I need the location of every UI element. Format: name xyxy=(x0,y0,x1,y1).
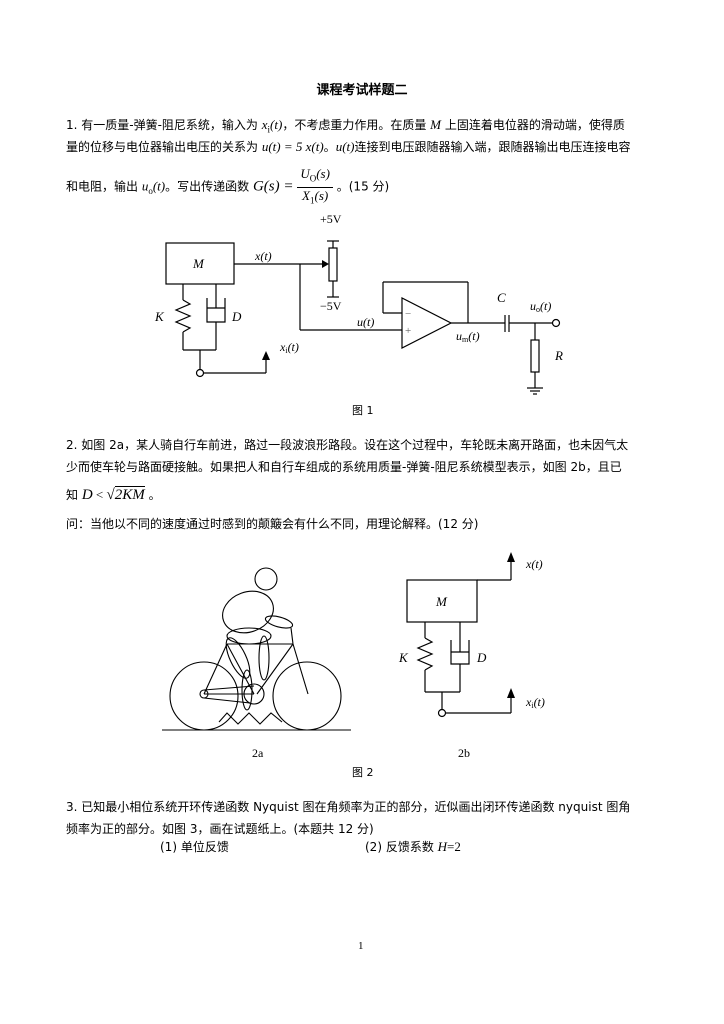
q1-fraction-denominator: X1(s) xyxy=(302,187,329,206)
figure-2-caption: 图 2 xyxy=(352,766,374,779)
q1-line-3: 和电阻，输出 uo(t)。写出传递函数 G(s) = UO(s) X1(s) 。… xyxy=(66,166,389,210)
opamp-minus: − xyxy=(405,308,411,320)
q1-points: 。(15 分) xyxy=(336,179,390,194)
q1-text: ，不考虑重力作用。在质量 xyxy=(282,118,431,132)
figure-1-caption: 图 1 xyxy=(352,404,374,417)
q3-H-value: =2 xyxy=(447,839,461,854)
label-x: x(t) xyxy=(254,249,272,263)
label-minus-5v: −5V xyxy=(320,299,342,313)
q1-xi-sub: i xyxy=(267,124,271,135)
q1-uo-arg: (t) xyxy=(152,178,166,194)
label-plus-5v: +5V xyxy=(320,212,342,226)
up-arrow-icon xyxy=(262,351,270,360)
q1-text: 。 xyxy=(323,140,336,154)
q1-uo-sub: o xyxy=(148,185,153,196)
label-xi-2b: xi(t) xyxy=(525,695,545,710)
up-arrow-icon xyxy=(507,552,515,562)
page-number: 1 xyxy=(358,940,364,952)
label-damper: D xyxy=(231,309,242,324)
label-u: u(t) xyxy=(357,315,374,329)
q1-transfer-function: G(s) = xyxy=(252,178,294,195)
label-spring: K xyxy=(154,309,165,324)
sqrt-icon: √ xyxy=(106,487,115,503)
q2-root-expr: 2KM xyxy=(114,486,145,503)
label-mass: M xyxy=(192,256,205,271)
q1-xi-var: x xyxy=(261,117,268,132)
q2-line-4: 问：当他以不同的速度通过时感到的颠簸会有什么不同，用理论解释。(12 分) xyxy=(66,517,479,531)
q2-text: 。 xyxy=(144,488,161,502)
label-mass-2b: M xyxy=(435,594,448,609)
label-uo: uo(t) xyxy=(530,299,551,314)
q1-text: 1. 有一质量-弹簧-阻尼系统，输入为 xyxy=(66,118,262,132)
q2-text: 知 xyxy=(66,488,82,502)
q1-text: 。写出传递函数 xyxy=(165,179,253,194)
q3-line-2: 频率为正的部分。如图 3，画在试题纸上。(本题共 12 分) xyxy=(66,822,374,836)
q1-line-1: 1. 有一质量-弹簧-阻尼系统，输入为 xi(t)，不考虑重力作用。在质量 M … xyxy=(66,114,625,140)
q1-text: 上固连着电位器的滑动端，使得质 xyxy=(441,118,625,132)
q3-option-2: (2) 反馈系数 H=2 xyxy=(365,836,461,858)
bicycle-drawing xyxy=(162,567,351,731)
label-damper-2b: D xyxy=(476,650,487,665)
q1-fraction: UO(s) X1(s) xyxy=(297,166,333,208)
label-resistor: R xyxy=(554,348,563,363)
q1-xi-arg: (t) xyxy=(270,117,283,132)
q1-equation: u(t) = 5 x(t) xyxy=(261,139,324,154)
q2-line-3: 知 D < √2KM 。 xyxy=(66,484,161,506)
q3-line-1: 3. 已知最小相位系统开环传递函数 Nyquist 图在角频率为正的部分，近似画… xyxy=(66,800,631,814)
figure-2a-label: 2a xyxy=(252,746,264,760)
q1-mass-var: M xyxy=(430,117,441,132)
wiper-arrow-icon xyxy=(322,260,329,268)
q2-lt: < xyxy=(92,487,107,502)
q1-text: 量的位移与电位器输出电压的关系为 xyxy=(66,140,262,154)
q2-D-var: D xyxy=(81,487,93,503)
figure-2b-label: 2b xyxy=(458,746,470,760)
label-um: um(t) xyxy=(456,329,480,344)
q3-option-2-text: (2) 反馈系数 xyxy=(365,840,438,854)
q1-text: 连接到电压跟随器输入端，跟随器输出电压连接电容 xyxy=(354,140,631,154)
q3-option-1: (1) 单位反馈 xyxy=(160,840,229,854)
q2-line-1: 2. 如图 2a，某人骑自行车前进，路过一段波浪形路段。设在这个过程中，车轮既未… xyxy=(66,438,629,452)
q1-line-2: 量的位移与电位器输出电压的关系为 u(t) = 5 x(t)。u(t)连接到电压… xyxy=(66,136,630,158)
figure-1-circuit: M K D x(t) xi(t) +5V −5V u(t) − + um(t) … xyxy=(154,212,563,395)
label-spring-2b: K xyxy=(398,650,409,665)
figure-2: M K D x(t) xi(t) xyxy=(162,552,545,731)
label-x-2b: x(t) xyxy=(525,557,543,571)
up-arrow-icon xyxy=(507,688,515,698)
mass-block-2b xyxy=(406,579,478,623)
q2-line-2: 少而使车轮与路面硬接触。如果把人和自行车组成的系统用质量-弹簧-阻尼系统模型表示… xyxy=(66,460,622,474)
q1-text: 和电阻，输出 xyxy=(66,179,142,194)
q3-H-var: H xyxy=(437,839,448,854)
q1-u-var: u(t) xyxy=(335,139,355,154)
q1-fraction-numerator: UO(s) xyxy=(297,166,333,188)
page-title: 课程考试样题二 xyxy=(316,83,408,98)
opamp-plus: + xyxy=(405,325,411,337)
label-xi: xi(t) xyxy=(279,340,299,355)
q1-uo-var: u xyxy=(141,178,149,194)
label-capacitor: C xyxy=(497,290,506,305)
